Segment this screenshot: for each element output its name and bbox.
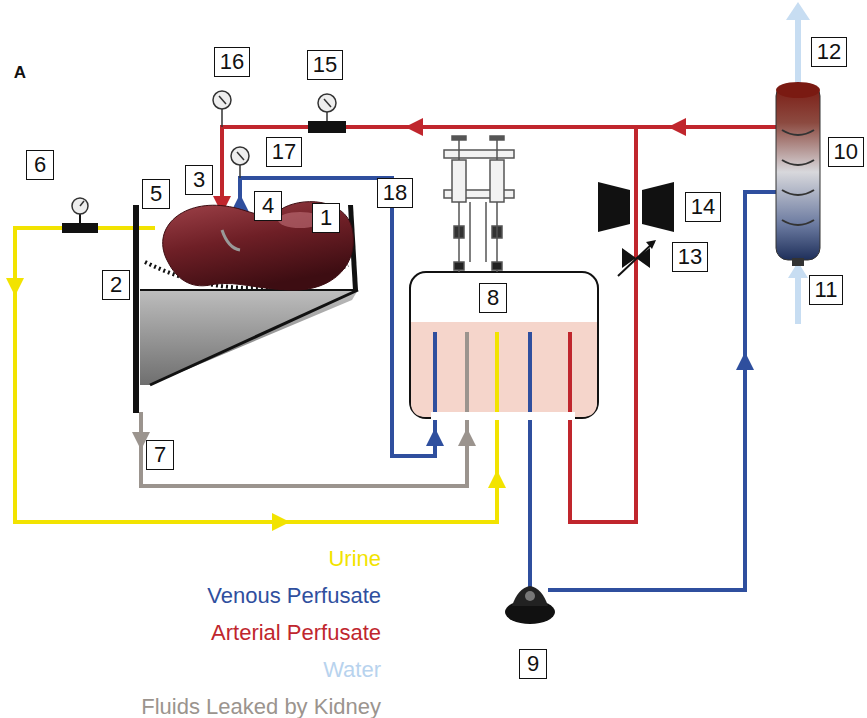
legend-text: Fluids Leaked by Kidney: [141, 694, 381, 718]
callout-number: 7: [146, 440, 174, 470]
heater: [598, 182, 674, 232]
legend-text: Urine: [328, 546, 381, 571]
callout-number: 9: [519, 649, 547, 679]
flow-valve: [618, 240, 656, 276]
callout-number: 2: [102, 270, 130, 300]
callout-number: 8: [479, 283, 507, 313]
reservoir: [410, 272, 598, 420]
callout-number: 14: [685, 192, 721, 222]
callout-number: 11: [809, 275, 844, 305]
callout-number: 5: [142, 179, 170, 209]
callout-number: 6: [26, 150, 54, 180]
pressure-gauges: [213, 91, 346, 178]
legend-text: Venous Perfusate: [207, 583, 381, 608]
roller-pump: [505, 586, 555, 624]
legend-entry: Water: [141, 651, 381, 688]
syringe-pumps: [444, 136, 514, 272]
callout-number: 13: [672, 242, 708, 272]
legend-entry: Arterial Perfusate: [141, 614, 381, 651]
callout-number: 3: [185, 165, 213, 195]
callout-number: 16: [214, 47, 250, 77]
callout-number: 17: [266, 137, 302, 167]
callout-number: 4: [254, 191, 282, 221]
callout-number: 15: [307, 50, 343, 80]
callout-number: 10: [828, 137, 864, 167]
panel-letter: A: [14, 64, 26, 81]
legend-entry: Urine: [141, 540, 381, 577]
legend-entry: Fluids Leaked by Kidney: [141, 688, 381, 718]
oxygenator: [776, 82, 820, 266]
legend-text: Arterial Perfusate: [211, 620, 381, 645]
callout-number: 1: [312, 203, 340, 233]
callout-number: 12: [811, 37, 847, 67]
arterial-line: [222, 127, 778, 522]
legend-entry: Venous Perfusate: [141, 577, 381, 614]
legend: UrineVenous PerfusateArterial PerfusateW…: [141, 540, 381, 718]
legend-text: Water: [323, 657, 381, 682]
callout-number: 18: [377, 178, 413, 208]
